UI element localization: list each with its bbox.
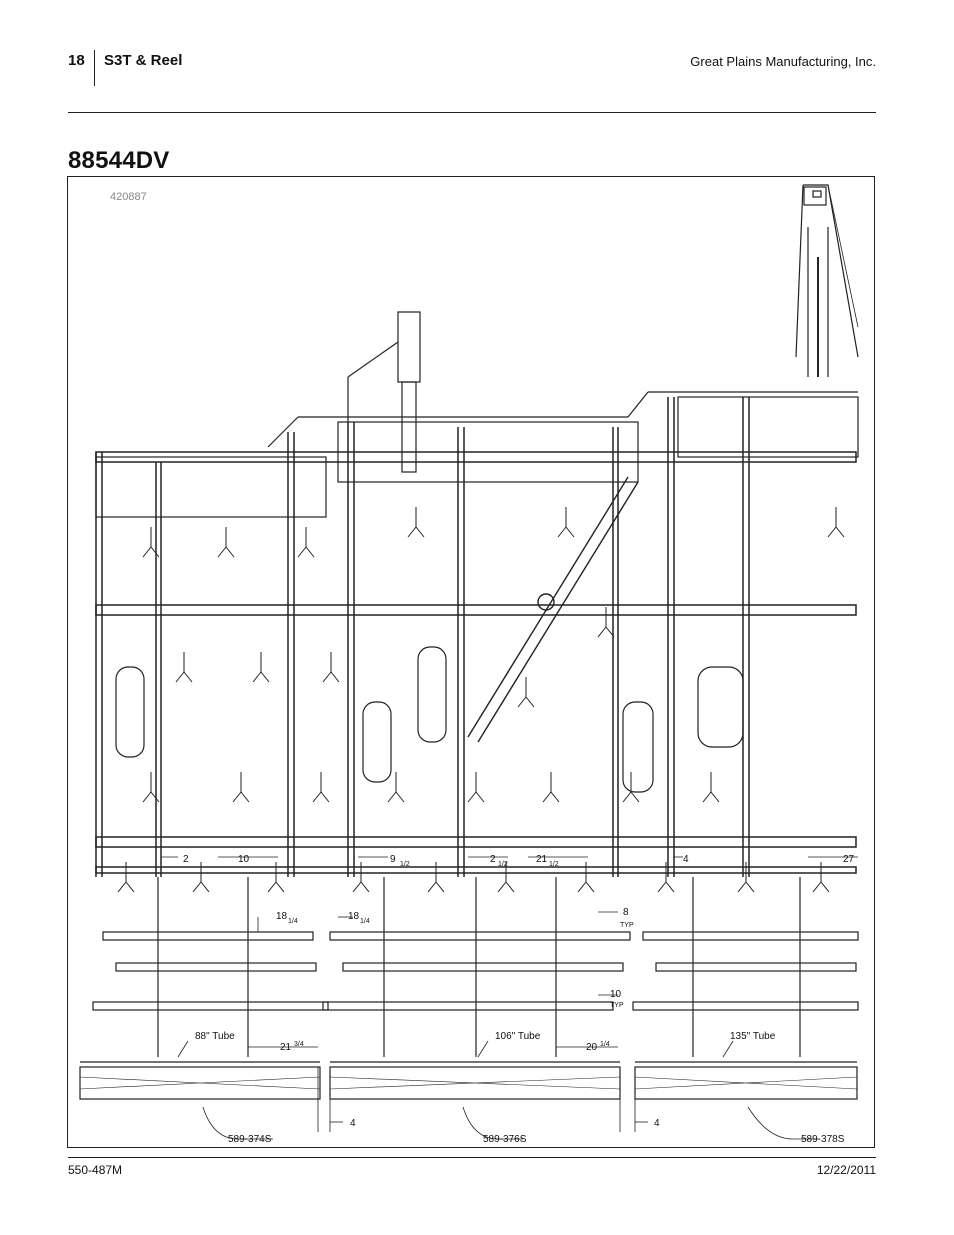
gauge-wheels — [115, 646, 744, 793]
frame-rails — [95, 397, 857, 877]
reel-assemblies — [79, 1061, 858, 1100]
dim-4-left: 4 — [350, 1118, 356, 1129]
company-name: Great Plains Manufacturing, Inc. — [690, 54, 876, 69]
dim-10-side: 10 — [610, 989, 622, 1000]
header-rule — [68, 112, 876, 113]
dim-10-top: 10 — [238, 854, 250, 865]
dim-18-left-frac: 1/4 — [288, 918, 298, 925]
front-rank-frames — [95, 391, 859, 518]
dim-18-center-frac: 1/4 — [360, 918, 370, 925]
hitch-tongue — [795, 184, 859, 377]
dim-27: 27 — [843, 854, 855, 865]
dim-21: 21 — [536, 854, 548, 865]
page-number: 18 — [68, 52, 85, 69]
part-589-378s: 589-378S — [801, 1134, 845, 1145]
parts-diagram-frame: 420887 — [67, 176, 875, 1148]
dim-21-left-frac: 3/4 — [294, 1041, 304, 1048]
dim-9: 9 — [390, 854, 396, 865]
dim-21-frac: 1/2 — [549, 861, 559, 868]
revision-date: 12/22/2011 — [816, 1163, 876, 1177]
parts-diagram: 2 10 9 1/2 2 1/2 21 1/2 4 27 18 1/4 18 1… — [79, 184, 859, 1145]
footer-rule — [68, 1157, 876, 1158]
shank-sweeps — [117, 507, 845, 893]
dim-18-center: 18 — [348, 911, 360, 922]
dim-20-frac: 1/4 — [600, 1041, 610, 1048]
section-title: 88544DV — [68, 147, 170, 174]
dim-21-left: 21 — [280, 1042, 292, 1053]
dim-18-left: 18 — [276, 911, 288, 922]
dim-20: 20 — [586, 1042, 598, 1053]
dim-4-top: 4 — [683, 854, 689, 865]
dim-8-typ: TYP — [620, 922, 634, 929]
part-589-376s: 589-376S — [483, 1134, 527, 1145]
part-589-374s: 589-374S — [228, 1134, 272, 1145]
document-number: 550-487M — [68, 1163, 123, 1177]
header-divider — [94, 50, 95, 86]
tube-135-label: 135" Tube — [730, 1031, 776, 1042]
dim-2-center-frac: 1/2 — [498, 861, 508, 868]
dimension-lines — [161, 856, 858, 1140]
center-lift-cylinder — [347, 311, 421, 473]
tube-106-label: 106" Tube — [495, 1031, 541, 1042]
manual-title: S3T & Reel — [104, 52, 183, 69]
dim-2-center: 2 — [490, 854, 496, 865]
dim-8: 8 — [623, 907, 629, 918]
harrow-tine-bars — [92, 877, 859, 1057]
dim-9-frac: 1/2 — [400, 861, 410, 868]
diagonal-brace — [467, 476, 639, 743]
dim-10-typ: TYP — [610, 1002, 624, 1009]
dim-2: 2 — [183, 854, 189, 865]
tube-88-label: 88" Tube — [195, 1031, 235, 1042]
figure-id: 420887 — [110, 191, 147, 203]
dim-4-right: 4 — [654, 1118, 660, 1129]
